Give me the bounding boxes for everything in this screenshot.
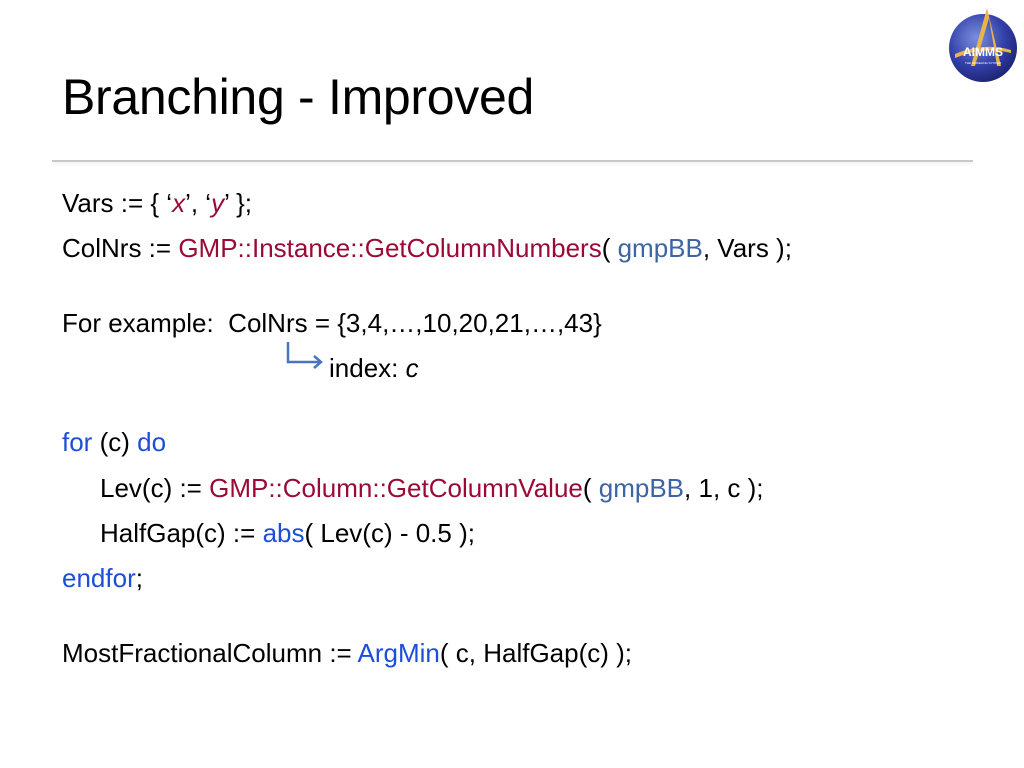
slide-title: Branching - Improved: [62, 69, 535, 125]
code-line-halfgap: HalfGap(c) := abs( Lev(c) - 0.5 );: [100, 518, 475, 548]
bent-arrow-right-icon: [286, 342, 323, 369]
code-line-mostfractional: MostFractionalColumn := ArgMin( c, HalfG…: [62, 638, 633, 668]
title-divider: [52, 160, 973, 162]
aimms-logo-icon: AIMMS THE MODELING SYSTEM: [949, 8, 1017, 82]
code-line-vars: Vars := { ‘x’, ‘y’ };: [62, 188, 253, 218]
code-line-colnrs: ColNrs := GMP::Instance::GetColumnNumber…: [62, 233, 792, 263]
code-line-lev: Lev(c) := GMP::Column::GetColumnValue( g…: [100, 473, 764, 503]
example-line: For example: ColNrs = {3,4,…,10,20,21,…,…: [62, 308, 602, 338]
svg-text:THE MODELING SYSTEM: THE MODELING SYSTEM: [965, 61, 1002, 65]
svg-text:AIMMS: AIMMS: [963, 45, 1003, 59]
index-annotation: index: c: [329, 353, 419, 383]
code-line-endfor: endfor;: [62, 563, 143, 593]
code-line-for: for (c) do: [62, 427, 167, 457]
